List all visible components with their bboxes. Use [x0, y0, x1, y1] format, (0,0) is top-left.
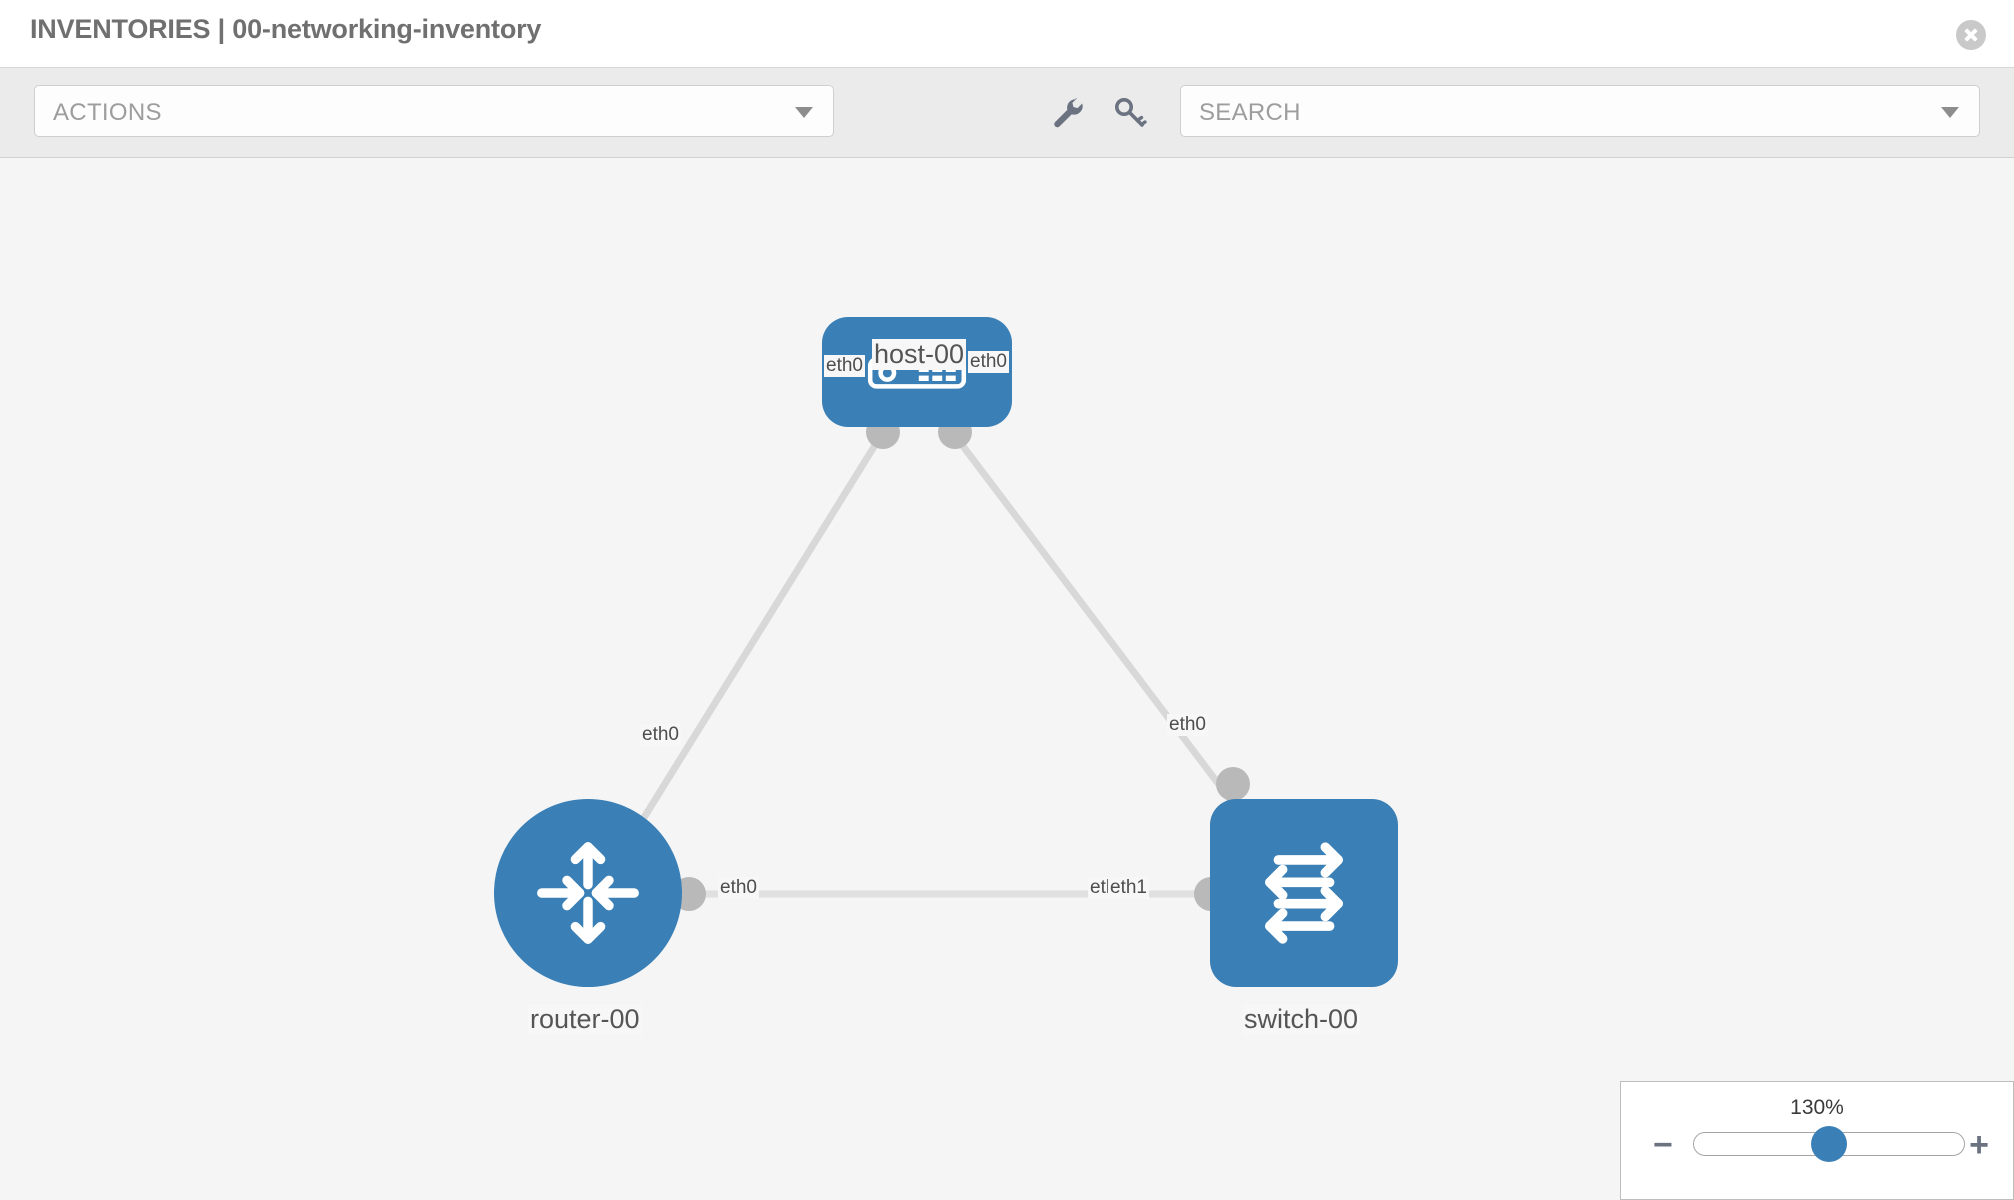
chevron-down-icon	[1941, 107, 1959, 118]
iface-label-router-up: eth0	[640, 724, 681, 746]
connector-dot-switch-top	[1216, 767, 1250, 801]
iface-label-switch-left: eth1	[1108, 877, 1149, 899]
iface-label-switch-up: eth0	[1167, 714, 1208, 736]
iface-label-host-left: eth0	[824, 355, 865, 377]
key-icon[interactable]	[1112, 95, 1148, 131]
page-header: INVENTORIES | 00-networking-inventory	[0, 0, 2014, 68]
chevron-down-icon	[795, 107, 813, 118]
topology-canvas[interactable]: host-00 router-00 switch-00 eth0 eth0 et…	[0, 159, 2014, 1200]
topology-edges	[637, 426, 1248, 898]
zoom-control-panel: 130% − +	[1620, 1081, 2014, 1200]
node-switch-00[interactable]	[1210, 799, 1398, 987]
node-label-router-00: router-00	[528, 1004, 642, 1035]
actions-dropdown[interactable]: ACTIONS	[34, 85, 834, 137]
edge-host-switch	[947, 426, 1248, 822]
wrench-icon[interactable]	[1050, 95, 1086, 131]
actions-dropdown-label: ACTIONS	[53, 99, 162, 126]
zoom-slider-thumb[interactable]	[1811, 1126, 1847, 1162]
zoom-level-value: 130%	[1790, 1096, 1844, 1119]
zoom-out-button[interactable]: −	[1653, 1126, 1673, 1164]
iface-label-router-right: eth0	[718, 877, 759, 899]
search-placeholder: SEARCH	[1199, 99, 1301, 126]
node-router-00[interactable]	[494, 799, 682, 987]
close-icon[interactable]	[1956, 20, 1986, 50]
search-input[interactable]: SEARCH	[1180, 85, 1980, 137]
iface-label-host-right: eth0	[968, 351, 1009, 373]
node-label-host-00: host-00	[872, 339, 967, 370]
edge-host-router	[637, 427, 888, 826]
switch-arrows-icon	[1265, 842, 1343, 944]
zoom-in-button[interactable]: +	[1969, 1126, 1989, 1164]
page-title: INVENTORIES | 00-networking-inventory	[30, 14, 542, 44]
node-label-switch-00: switch-00	[1242, 1004, 1361, 1035]
router-arrows-icon	[537, 842, 639, 944]
zoom-slider-track[interactable]	[1693, 1126, 1965, 1162]
